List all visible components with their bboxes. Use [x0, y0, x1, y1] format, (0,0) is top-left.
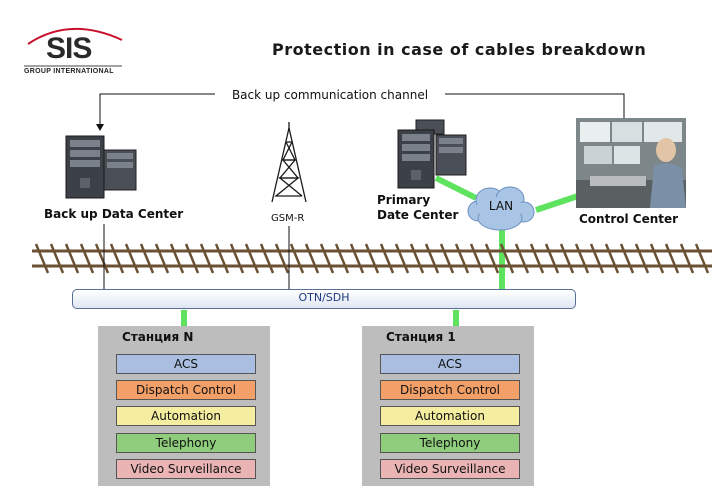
- primary-dc-label-line1: Primary: [377, 193, 431, 207]
- rail-tie: [244, 243, 260, 274]
- rail-tie: [619, 243, 635, 274]
- station-1-title: Станция 1: [386, 330, 456, 344]
- rail-tie: [499, 243, 515, 274]
- rail-tie: [694, 243, 710, 274]
- rail-tie: [319, 243, 335, 274]
- rail-tie: [154, 243, 170, 274]
- primary-dc-label-line2: Date Center: [377, 208, 459, 222]
- rail-tie: [334, 243, 350, 274]
- station-1-panel: Станция 1 ACS Dispatch Control Automatio…: [362, 326, 534, 486]
- rail-tie: [64, 243, 80, 274]
- rail-tie: [454, 243, 470, 274]
- rail-tie: [169, 243, 185, 274]
- logo-text: SIS: [46, 32, 92, 65]
- rail-tie: [49, 243, 65, 274]
- rail-tie: [214, 243, 230, 274]
- link-lan-control: [535, 193, 579, 213]
- backup-channel-line-left: [99, 93, 215, 128]
- station-n-telephony: Telephony: [116, 433, 256, 453]
- rail-tie: [94, 243, 110, 274]
- lan-links: [181, 175, 579, 327]
- gsm-label: GSM-R: [270, 213, 306, 224]
- railway-track: [32, 243, 712, 274]
- backup-channel-arrow: [96, 124, 104, 131]
- rail-tie: [304, 243, 320, 274]
- rail-tie: [139, 243, 155, 274]
- rail-tie: [124, 243, 140, 274]
- rail-tie: [664, 243, 680, 274]
- station-n-automation: Automation: [116, 406, 256, 426]
- rail-tie: [364, 243, 380, 274]
- rail-tie: [589, 243, 605, 274]
- station-1-telephony: Telephony: [380, 433, 520, 453]
- backup-channel-line-right: [445, 93, 625, 118]
- otn-label: OTN/SDH: [298, 291, 350, 304]
- station-n-video-surveillance: Video Surveillance: [116, 459, 256, 479]
- station-n-title: Станция N: [122, 330, 194, 344]
- link-primary-lan: [434, 175, 478, 201]
- rail-tie: [289, 243, 305, 274]
- station-1-automation: Automation: [380, 406, 520, 426]
- rail-tie: [274, 243, 290, 274]
- rail-tie: [409, 243, 425, 274]
- rail-tie: [649, 243, 665, 274]
- lan-cloud: [467, 186, 535, 231]
- logo-subtitle: GROUP INTERNATIONAL: [24, 68, 114, 75]
- station-1-acs: ACS: [380, 354, 520, 374]
- rail-tie: [79, 243, 95, 274]
- station-n-acs: ACS: [116, 354, 256, 374]
- rail-tie: [229, 243, 245, 274]
- station-1-dispatch-control: Dispatch Control: [380, 380, 520, 400]
- backup-dc-label: Back up Data Center: [44, 207, 184, 221]
- rail-tie: [34, 243, 50, 274]
- control-center-label: Control Center: [579, 212, 679, 226]
- rail-tie: [529, 243, 545, 274]
- page-title: Protection in case of cables breakdown: [272, 40, 647, 59]
- rail-tie: [559, 243, 575, 274]
- rail-tie: [634, 243, 650, 274]
- lan-label: LAN: [488, 199, 514, 213]
- station-1-video-surveillance: Video Surveillance: [380, 459, 520, 479]
- rail-tie: [514, 243, 530, 274]
- rail-tie: [469, 243, 485, 274]
- backup-server-icon: [65, 135, 137, 199]
- logo-swoosh: [27, 27, 123, 45]
- rail-tie: [439, 243, 455, 274]
- backup-channel-label: Back up communication channel: [215, 85, 445, 105]
- rail-tie: [424, 243, 440, 274]
- rail-tie: [604, 243, 620, 274]
- rail-tie: [109, 243, 125, 274]
- rail-tie: [394, 243, 410, 274]
- otn-bus: [72, 289, 576, 309]
- rail-tie: [259, 243, 275, 274]
- primary-server-icon: [397, 119, 467, 189]
- gsm-tower-icon: [271, 122, 307, 203]
- rail-tie: [574, 243, 590, 274]
- station-n-panel: Станция N ACS Dispatch Control Automatio…: [98, 326, 270, 486]
- control-center-photo-icon: [576, 118, 686, 208]
- rail-tie: [379, 243, 395, 274]
- rail-tie: [184, 243, 200, 274]
- rail-tie: [544, 243, 560, 274]
- rail-tie: [679, 243, 695, 274]
- rail-tie: [349, 243, 365, 274]
- rail-tie: [199, 243, 215, 274]
- station-n-dispatch-control: Dispatch Control: [116, 380, 256, 400]
- rail-tie: [484, 243, 500, 274]
